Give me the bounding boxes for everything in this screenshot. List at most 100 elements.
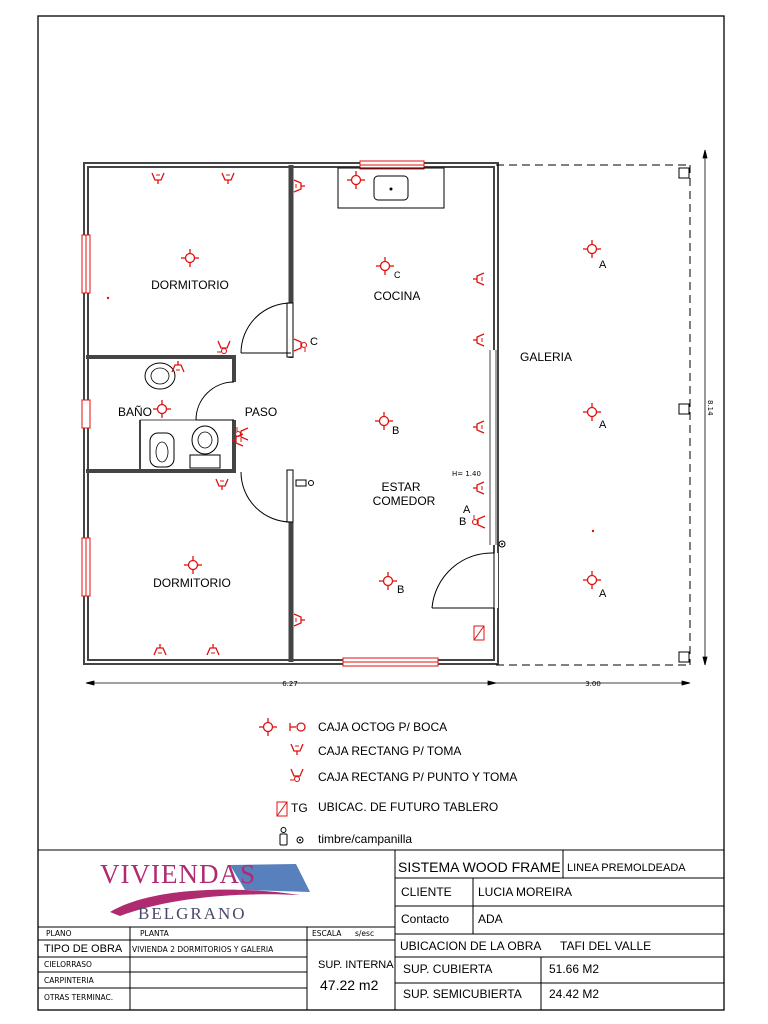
ceiling-box-icon	[346, 170, 366, 190]
outlet-icon	[472, 481, 485, 495]
escala-label: ESCALA	[312, 929, 342, 938]
height-label: H= 1.40	[452, 470, 481, 478]
outlet-icon	[293, 613, 306, 627]
circuit-mark: B	[397, 584, 404, 596]
outlet-icon	[151, 172, 165, 185]
sistema-label: SISTEMA WOOD FRAME	[398, 859, 561, 875]
linea-label: LINEA PREMOLDEADA	[567, 862, 686, 874]
room-label-cocina: COCINA	[374, 289, 421, 303]
circuit-mark: C	[310, 336, 318, 348]
room-label-estar: ESTAR	[381, 480, 420, 494]
legend-punto: CAJA RECTANG P/ PUNTO Y TOMA	[318, 770, 517, 784]
ceiling-box-icon	[582, 239, 602, 259]
wall-box-icon	[296, 722, 306, 732]
plano-label: PLANO	[46, 929, 72, 938]
circuit-mark: A	[599, 419, 607, 431]
post	[678, 167, 690, 179]
floor-plan: DORMITORIO COCINA GALERIA BAÑO PASO ESTA…	[81, 149, 714, 688]
outlet-icon	[293, 179, 306, 193]
legend-tablero: UBICAC. DE FUTURO TABLERO	[318, 800, 498, 814]
ceiling-box-icon	[183, 555, 203, 575]
contacto-value: ADA	[478, 912, 503, 926]
switch-outlet-icon	[289, 768, 304, 783]
sup-interna-label: SUP. INTERNA	[318, 959, 394, 971]
escala-value: s/esc	[355, 929, 374, 938]
outlet-icon	[215, 478, 229, 491]
sup-interna-value: 47.22 m2	[320, 977, 379, 993]
post	[678, 403, 690, 415]
room-label-galeria: GALERIA	[520, 350, 572, 364]
ceiling-box-icon	[375, 256, 395, 276]
sup-cubierta-label: SUP. CUBIERTA	[403, 962, 492, 976]
outlet-icon	[206, 643, 220, 656]
cielorraso-label: CIELORRASO	[44, 960, 92, 969]
galeria-outline	[496, 164, 691, 666]
circuit-mark: A	[599, 259, 607, 271]
outlet-icon	[290, 743, 304, 756]
plano-value: PLANTA	[140, 929, 170, 938]
kitchen-counter	[337, 167, 445, 209]
cliente-value: LUCIA MOREIRA	[478, 885, 572, 899]
legend: CAJA OCTOG P/ BOCA CAJA RECTANG P/ TOMA …	[258, 717, 517, 846]
ceiling-box-icon	[180, 248, 200, 268]
window	[81, 399, 91, 429]
sup-semicubierta-label: SUP. SEMICUBIERTA	[403, 987, 522, 1001]
room-label-paso: PASO	[245, 405, 277, 419]
switch-outlet-icon	[234, 426, 249, 441]
brand-logo: VIVIENDAS BELGRANO	[100, 859, 310, 923]
circuit-mark: A	[599, 588, 607, 600]
brand-name: VIVIENDAS	[100, 859, 256, 889]
ubicacion-label: UBICACION DE LA OBRA	[400, 939, 541, 953]
dimension-width-main: 6.27	[282, 680, 298, 688]
outlet-icon	[472, 420, 485, 434]
tipo-label: TIPO DE OBRA	[44, 943, 123, 955]
outlet-icon	[153, 643, 167, 656]
bidet	[149, 432, 175, 468]
brand-subname: BELGRANO	[138, 904, 247, 923]
ceiling-box-icon	[258, 717, 278, 737]
otras-label: OTRAS TERMINAC.	[44, 993, 113, 1002]
sheet-frame	[37, 15, 725, 1011]
room-label-dormitorio: DORMITORIO	[151, 278, 229, 292]
dimension-lines	[85, 149, 708, 686]
ceiling-box-icon	[582, 570, 602, 590]
dimension-height: 8.14	[706, 400, 714, 416]
ceiling-box-icon	[374, 411, 394, 431]
bathroom-basin	[144, 362, 176, 390]
door-swings	[195, 302, 498, 609]
title-block: VIVIENDAS BELGRANO SISTEMA WOOD FRAME LI…	[38, 849, 724, 1010]
circuit-mark: C	[394, 270, 401, 280]
dimension-width-galeria: 3.00	[585, 680, 601, 688]
room-label-bano: BAÑO	[118, 405, 152, 419]
carpinteria-label: CARPINTERIA	[44, 976, 95, 985]
ceiling-box-icon	[378, 571, 398, 591]
room-label-dormitorio-2: DORMITORIO	[153, 576, 231, 590]
circuit-mark: B	[459, 516, 466, 528]
outlet-icon	[472, 272, 485, 286]
switch-outlet-icon	[293, 338, 308, 353]
switch-outlet-icon	[471, 514, 486, 529]
tipo-value: VIVIENDA 2 DORMITORIOS Y GALERIA	[132, 945, 274, 954]
ceiling-box-icon	[152, 399, 172, 419]
legend-timbre: timbre/campanilla	[318, 832, 412, 846]
timbre-icon	[279, 833, 288, 846]
legend-tg: TG	[291, 801, 308, 815]
sup-semicubierta-value: 24.42 M2	[549, 987, 599, 1001]
outlet-icon	[472, 333, 485, 347]
timbre-icon	[498, 540, 506, 548]
toilet	[189, 454, 221, 469]
cliente-label: CLIENTE	[401, 885, 452, 899]
ubicacion-value: TAFI DEL VALLE	[560, 939, 651, 953]
post	[678, 651, 690, 663]
circuit-mark: B	[392, 425, 399, 437]
room-label-comedor: COMEDOR	[373, 494, 436, 508]
outlet-icon	[221, 172, 235, 185]
timbre-icon	[296, 836, 304, 844]
legend-octog: CAJA OCTOG P/ BOCA	[318, 720, 447, 734]
sup-cubierta-value: 51.66 M2	[549, 962, 599, 976]
circuit-mark: A	[463, 504, 471, 516]
legend-toma: CAJA RECTANG P/ TOMA	[318, 744, 461, 758]
contacto-label: Contacto	[401, 912, 449, 926]
switch-outlet-icon	[216, 340, 231, 355]
